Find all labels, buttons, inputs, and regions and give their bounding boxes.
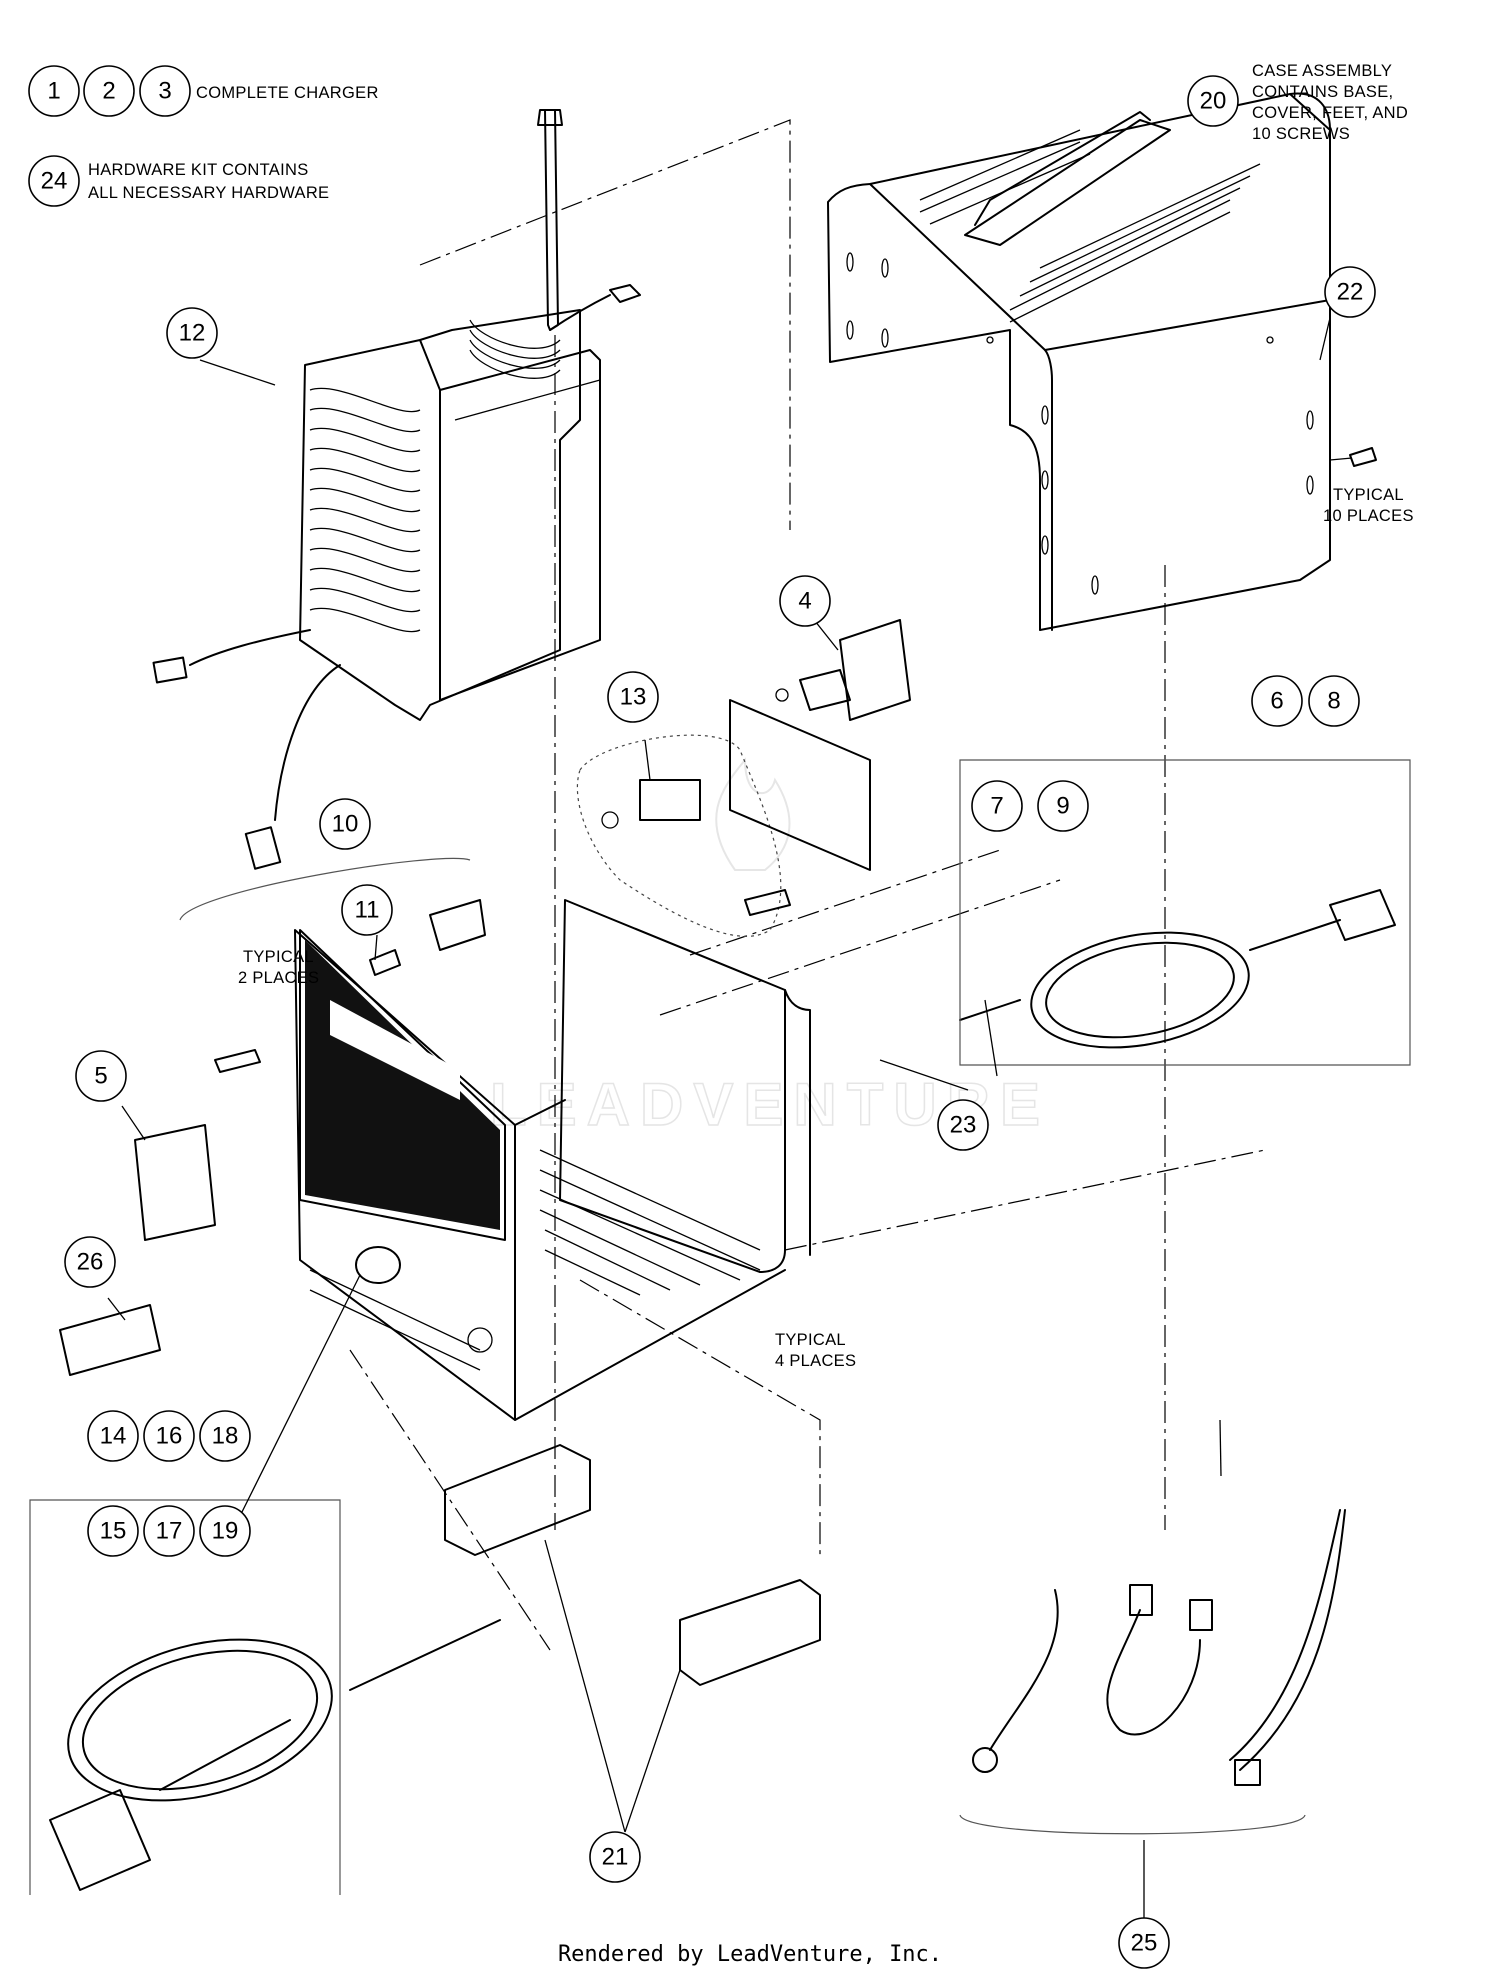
part-13-group xyxy=(576,699,871,937)
transformer xyxy=(152,109,641,870)
svg-text:6: 6 xyxy=(1270,688,1283,715)
callout-25: 25 xyxy=(1118,1917,1170,1969)
note-typical-2-line2: 2 PLACES xyxy=(238,969,319,987)
callout-24: 24 xyxy=(28,155,80,207)
svg-text:15: 15 xyxy=(100,1518,127,1545)
part-5 xyxy=(134,1124,216,1241)
callout-21: 21 xyxy=(589,1831,641,1883)
watermark: LEADVENTURE xyxy=(489,757,1041,1139)
note-case-line2: CONTAINS BASE, xyxy=(1252,83,1393,101)
svg-text:11: 11 xyxy=(355,897,380,924)
svg-text:13: 13 xyxy=(620,684,647,711)
part-19-bushing xyxy=(355,1246,401,1284)
callout-4: 4 xyxy=(779,575,831,627)
callout-16: 16 xyxy=(143,1410,195,1462)
callout-9: 9 xyxy=(1037,780,1089,832)
svg-text:8: 8 xyxy=(1327,688,1340,715)
callout-3: 3 xyxy=(139,65,191,117)
case-feet xyxy=(444,1444,821,1686)
svg-text:24: 24 xyxy=(41,168,68,195)
callout-5: 5 xyxy=(75,1050,127,1102)
callout-23: 23 xyxy=(937,1099,989,1151)
svg-text:2: 2 xyxy=(102,78,115,105)
callout-7: 7 xyxy=(971,780,1023,832)
leader-lines xyxy=(107,317,1331,1918)
svg-text:4: 4 xyxy=(798,588,811,615)
note-case-line1: CASE ASSEMBLY xyxy=(1252,62,1392,80)
svg-text:21: 21 xyxy=(602,1844,629,1871)
svg-text:1: 1 xyxy=(47,78,60,105)
footer-credit: Rendered by LeadVenture, Inc. xyxy=(557,1942,943,1967)
note-case-line3: COVER, FEET, AND xyxy=(1252,104,1408,122)
note-typical-4-line2: 4 PLACES xyxy=(775,1352,856,1370)
callout-11: 11 xyxy=(341,884,393,936)
svg-text:16: 16 xyxy=(156,1423,183,1450)
note-case-line4: 10 SCREWS xyxy=(1252,125,1350,143)
svg-text:3: 3 xyxy=(158,78,171,105)
dc-cord xyxy=(29,1499,501,1895)
alignment-lines xyxy=(349,119,1266,1651)
note-complete-charger: COMPLETE CHARGER xyxy=(196,84,379,102)
callout-14: 14 xyxy=(87,1410,139,1462)
callout-12: 12 xyxy=(166,307,218,359)
part-4-bracket xyxy=(775,619,911,721)
power-cord xyxy=(959,759,1411,1066)
part-10-11-group xyxy=(179,857,486,1073)
callout-6: 6 xyxy=(1251,675,1303,727)
svg-text:26: 26 xyxy=(77,1249,104,1276)
note-hardware-kit-line1: HARDWARE KIT CONTAINS xyxy=(88,161,309,179)
svg-text:25: 25 xyxy=(1131,1930,1158,1957)
svg-text:20: 20 xyxy=(1200,88,1227,115)
svg-text:5: 5 xyxy=(94,1063,107,1090)
wire-harness xyxy=(959,1509,1346,1835)
callout-17: 17 xyxy=(143,1505,195,1557)
callout-20: 20 xyxy=(1187,75,1239,127)
svg-text:23: 23 xyxy=(950,1112,977,1139)
notes: COMPLETE CHARGER HARDWARE KIT CONTAINS A… xyxy=(88,62,1414,1370)
callout-22: 22 xyxy=(1324,266,1376,318)
callout-2: 2 xyxy=(83,65,135,117)
svg-text:18: 18 xyxy=(212,1423,239,1450)
callout-10: 10 xyxy=(319,798,371,850)
part-26 xyxy=(59,1304,161,1376)
case-cover xyxy=(827,92,1377,631)
svg-text:10: 10 xyxy=(332,811,359,838)
case-base xyxy=(294,899,811,1421)
note-typical-10-line1: TYPICAL xyxy=(1333,486,1404,504)
svg-text:12: 12 xyxy=(179,320,206,347)
note-hardware-kit-line2: ALL NECESSARY HARDWARE xyxy=(88,184,329,202)
callout-15: 15 xyxy=(87,1505,139,1557)
svg-text:17: 17 xyxy=(156,1518,183,1545)
svg-text:7: 7 xyxy=(990,793,1003,820)
callout-19: 19 xyxy=(199,1505,251,1557)
callout-13: 13 xyxy=(607,671,659,723)
svg-text:19: 19 xyxy=(212,1518,239,1545)
callout-26: 26 xyxy=(64,1236,116,1288)
note-typical-10-line2: 10 PLACES xyxy=(1323,507,1414,525)
note-typical-4-line1: TYPICAL xyxy=(775,1331,846,1349)
callout-8: 8 xyxy=(1308,675,1360,727)
note-typical-2-line1: TYPICAL xyxy=(243,948,314,966)
callout-1: 1 xyxy=(28,65,80,117)
callouts: 1 2 3 24 20 22 12 4 6 8 13 7 9 10 11 23 … xyxy=(28,65,1376,1969)
svg-text:14: 14 xyxy=(100,1423,127,1450)
callout-18: 18 xyxy=(199,1410,251,1462)
svg-text:9: 9 xyxy=(1056,793,1069,820)
svg-text:22: 22 xyxy=(1337,279,1364,306)
